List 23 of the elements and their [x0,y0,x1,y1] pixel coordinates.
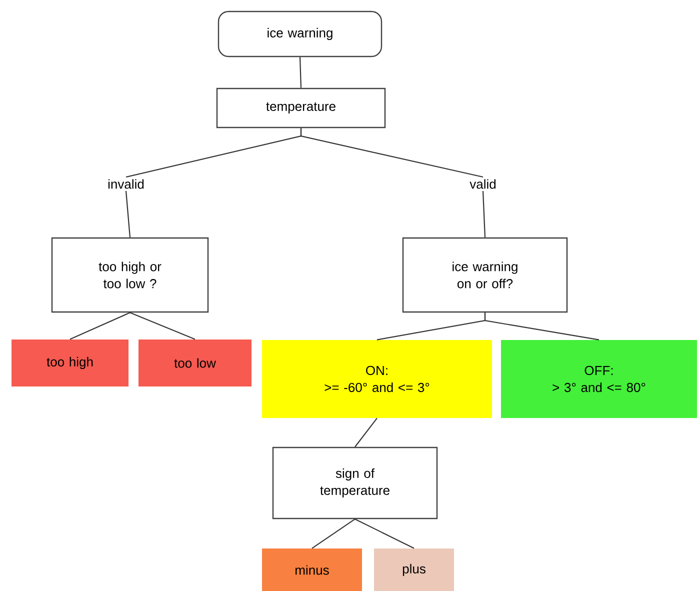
process-box: sign of temperature [272,446,438,520]
connector-line [354,518,414,549]
connector-line [70,312,130,340]
result-box: ON: >= -60° and <= 3° [262,340,492,418]
branch-label: valid [468,177,498,191]
process-box: too high or too low ? [51,237,209,313]
process-box: temperature [216,88,386,128]
result-box: plus [374,548,454,591]
connector-line [299,57,302,88]
branch-label: invalid [106,177,146,191]
result-box: OFF: > 3° and <= 80° [501,340,697,418]
process-box: ice warning on or off? [402,237,568,313]
connector-line [300,128,484,178]
connector-line [312,518,356,549]
result-box: minus [262,548,362,591]
start-box: ice warning [218,10,382,58]
connector-line [130,312,196,340]
connector-line [125,190,131,238]
connector-line [482,190,486,238]
result-box: too high [12,339,128,386]
connector-line [354,418,378,448]
result-box: too low [138,339,252,386]
connector-line [484,312,600,340]
